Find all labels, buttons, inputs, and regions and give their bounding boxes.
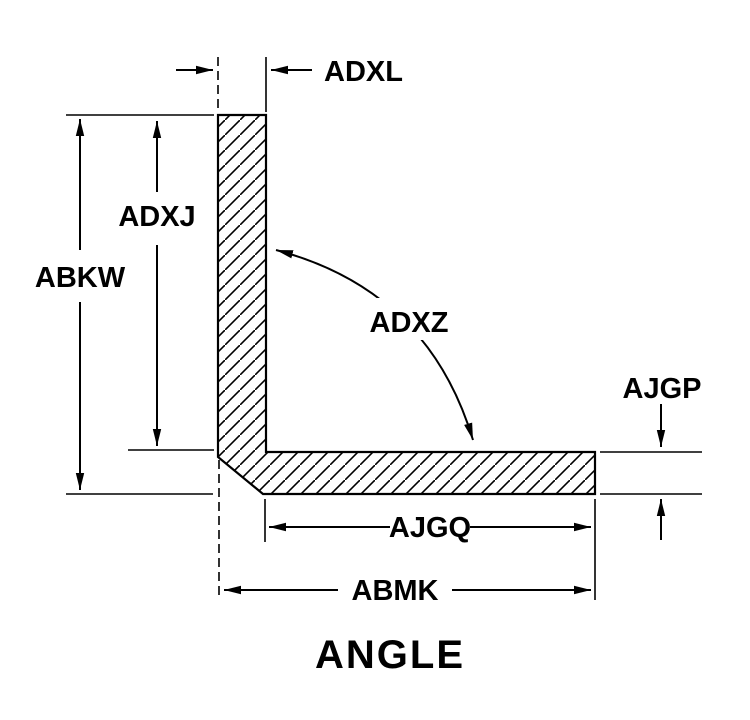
dim-ajgq: AJGQ [264,499,596,600]
label-adxj: ADXJ [118,201,195,233]
label-abkw: ABKW [35,262,126,294]
dim-adxl: ADXL [176,56,403,112]
label-adxz: ADXZ [370,307,449,339]
angle-cross-section [216,113,597,496]
dim-ajgp: AJGP [600,373,702,540]
page-title: ANGLE [315,633,465,677]
label-abmk: ABMK [352,575,439,607]
dim-abmk: ABMK [218,460,591,607]
label-ajgq: AJGQ [389,512,471,544]
label-ajgp: AJGP [623,373,702,405]
dim-adxj: ADXJ [118,121,196,446]
adxz-curved-leader [275,249,474,441]
adxz-label-mask [345,298,473,340]
dim-abkw: ABKW [35,119,126,490]
dim-adxz: ADXZ [275,249,474,441]
label-adxl: ADXL [324,56,403,88]
